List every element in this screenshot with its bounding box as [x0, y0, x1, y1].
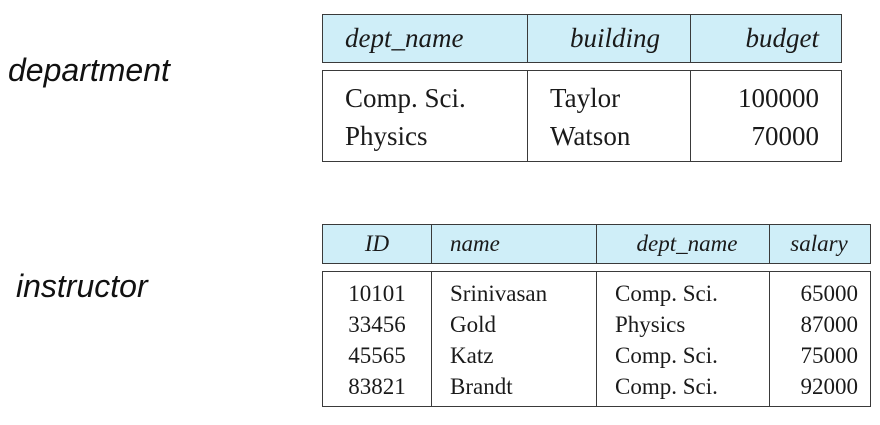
- cell-name: Srinivasan: [432, 271, 597, 309]
- cell-dept-name: Comp. Sci.: [597, 340, 770, 371]
- instructor-table: ID name dept_name salary 10101 Srinivasa…: [322, 224, 871, 407]
- column-header-id: ID: [322, 224, 432, 264]
- table-row: 10101 Srinivasan Comp. Sci. 65000: [322, 271, 871, 309]
- cell-salary: 75000: [770, 340, 871, 371]
- table-row: 83821 Brandt Comp. Sci. 92000: [322, 371, 871, 407]
- column-header-building: building: [528, 14, 691, 63]
- column-header-budget: budget: [691, 14, 842, 63]
- table-row: Comp. Sci. Taylor 100000: [322, 70, 842, 117]
- column-header-dept-name: dept_name: [597, 224, 770, 264]
- cell-dept-name: Comp. Sci.: [597, 371, 770, 407]
- cell-name: Gold: [432, 309, 597, 340]
- cell-id: 33456: [322, 309, 432, 340]
- cell-dept-name: Comp. Sci.: [322, 70, 528, 117]
- cell-salary: 92000: [770, 371, 871, 407]
- cell-budget: 70000: [691, 117, 842, 162]
- department-table: dept_name building budget Comp. Sci. Tay…: [322, 14, 842, 162]
- cell-id: 45565: [322, 340, 432, 371]
- table-header-row: dept_name building budget: [322, 14, 842, 63]
- cell-id: 10101: [322, 271, 432, 309]
- cell-id: 83821: [322, 371, 432, 407]
- cell-dept-name: Comp. Sci.: [597, 271, 770, 309]
- cell-name: Brandt: [432, 371, 597, 407]
- column-header-dept-name: dept_name: [322, 14, 528, 63]
- cell-dept-name: Physics: [597, 309, 770, 340]
- table-row: Physics Watson 70000: [322, 117, 842, 162]
- table-header-row: ID name dept_name salary: [322, 224, 871, 264]
- column-header-name: name: [432, 224, 597, 264]
- cell-dept-name: Physics: [322, 117, 528, 162]
- cell-building: Taylor: [528, 70, 691, 117]
- cell-name: Katz: [432, 340, 597, 371]
- cell-salary: 87000: [770, 309, 871, 340]
- table-row: 33456 Gold Physics 87000: [322, 309, 871, 340]
- relation-label-instructor: instructor: [16, 268, 148, 304]
- cell-building: Watson: [528, 117, 691, 162]
- cell-salary: 65000: [770, 271, 871, 309]
- table-row: 45565 Katz Comp. Sci. 75000: [322, 340, 871, 371]
- cell-budget: 100000: [691, 70, 842, 117]
- column-header-salary: salary: [770, 224, 871, 264]
- relation-label-department: department: [8, 52, 170, 88]
